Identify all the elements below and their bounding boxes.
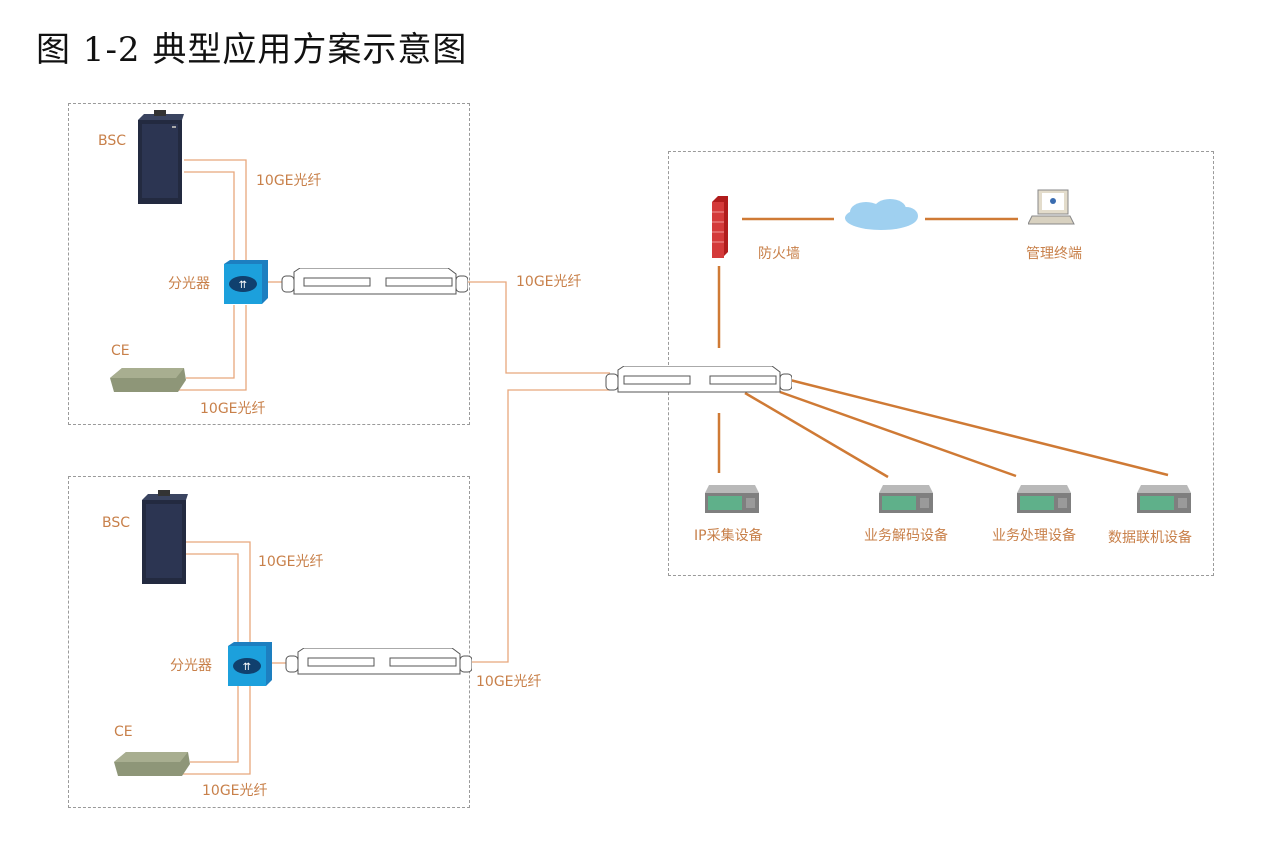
svg-text:⇈: ⇈ xyxy=(243,662,251,673)
core-switch-icon xyxy=(605,366,792,393)
fiber-label: 10GE光纤 xyxy=(256,173,322,189)
device-label: 业务解码设备 xyxy=(864,528,948,544)
ce-label: CE xyxy=(111,343,130,359)
fiber-label: 10GE光纤 xyxy=(202,783,268,799)
fiber-bsc-a-outer xyxy=(184,159,247,262)
uplink-label: 10GE光纤 xyxy=(516,274,582,290)
cloud-icon xyxy=(845,199,918,230)
ce-router-icon xyxy=(114,752,190,776)
fiber-ce-a-outer xyxy=(160,305,247,391)
fiber-bsc-b-outer xyxy=(186,541,251,642)
ce-router-icon xyxy=(110,368,186,392)
uplink-b xyxy=(468,389,610,663)
site-b-zone xyxy=(68,476,470,808)
device-label: IP采集设备 xyxy=(694,528,763,544)
bsc-cabinet-icon xyxy=(138,110,184,204)
fiber-ce-b-outer xyxy=(160,685,251,775)
splitter-label: 分光器 xyxy=(168,276,210,292)
fiber-bsc-a-inner xyxy=(184,171,235,262)
switch-icon xyxy=(285,648,472,675)
switch-icon xyxy=(281,268,468,295)
server-icon xyxy=(879,485,933,513)
device-label: 业务处理设备 xyxy=(992,528,1076,544)
splitter-label: 分光器 xyxy=(170,658,212,674)
ce-label: CE xyxy=(114,724,133,740)
management-terminal-icon xyxy=(1028,189,1075,225)
core-zone xyxy=(668,151,1214,576)
figure-title: 图 1-2 典型应用方案示意图 xyxy=(36,30,468,70)
link-core-data xyxy=(789,378,1169,477)
fiber-ce-a-inner xyxy=(186,305,235,379)
bsc-cabinet-icon xyxy=(142,490,188,584)
bsc-label: BSC xyxy=(98,133,127,149)
fiber-label: 10GE光纤 xyxy=(258,554,324,570)
link-core-process xyxy=(779,390,1017,478)
optical-splitter-icon: ⇈ xyxy=(228,642,272,686)
uplink-a xyxy=(468,281,610,374)
firewall-label: 防火墙 xyxy=(758,246,800,262)
server-icon xyxy=(1137,485,1191,513)
fiber-label: 10GE光纤 xyxy=(200,401,266,417)
svg-text:⇈: ⇈ xyxy=(239,280,247,291)
fiber-ce-b-inner xyxy=(190,685,239,763)
bsc-label: BSC xyxy=(102,515,131,531)
optical-splitter-icon: ⇈ xyxy=(224,260,268,304)
server-icon xyxy=(1017,485,1071,513)
uplink-label: 10GE光纤 xyxy=(476,674,542,690)
link-core-decode xyxy=(744,391,889,479)
fiber-bsc-b-inner xyxy=(186,553,239,642)
server-icon xyxy=(705,485,759,513)
firewall-icon xyxy=(712,196,728,258)
site-a-zone xyxy=(68,103,470,425)
device-label: 数据联机设备 xyxy=(1108,530,1192,546)
terminal-label: 管理终端 xyxy=(1026,246,1082,262)
